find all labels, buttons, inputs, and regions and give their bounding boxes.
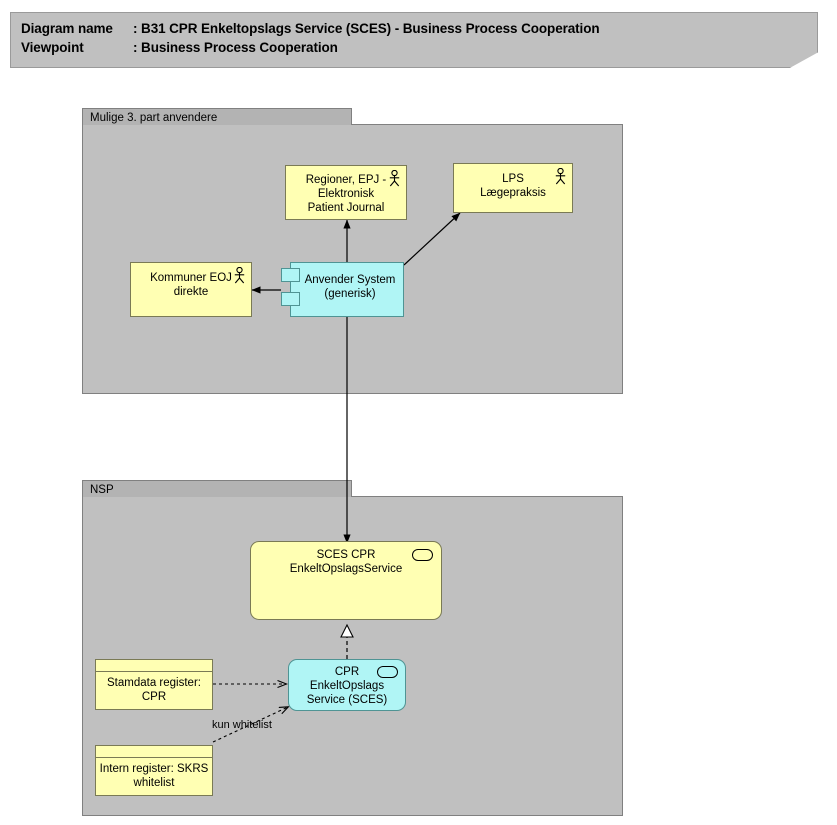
data-object-icon bbox=[96, 660, 212, 672]
diagram-name-separator: : bbox=[133, 21, 142, 36]
viewpoint-value: Business Process Cooperation bbox=[141, 40, 338, 55]
actor-icon bbox=[555, 168, 566, 185]
data-object-icon bbox=[96, 746, 212, 758]
node-cpr-enkeltopslags[interactable]: CPR EnkeltOpslags Service (SCES) bbox=[288, 659, 406, 711]
diagram-header-banner: Diagram name: B31 CPR Enkeltopslags Serv… bbox=[10, 12, 818, 68]
node-kommuner-eoj-label: Kommuner EOJ direkte bbox=[150, 272, 232, 298]
actor-icon bbox=[389, 170, 400, 187]
node-intern-register-label: Intern register: SKRS whitelist bbox=[99, 763, 209, 789]
diagram-name-value: B31 CPR Enkeltopslags Service (SCES) - B… bbox=[141, 21, 600, 36]
node-regioner-epj-label: Regioner, EPJ - Elektronisk Patient Jour… bbox=[305, 174, 387, 214]
group-nsp-tab[interactable]: NSP bbox=[82, 480, 352, 497]
viewpoint-line: Viewpoint: Business Process Cooperation bbox=[21, 40, 338, 55]
node-anvender-system-label: Anvender System (generisk) bbox=[304, 274, 396, 300]
node-sces-cpr-label: SCES CPR EnkeltOpslagsService bbox=[289, 549, 403, 575]
node-stamdata-register[interactable]: Stamdata register: CPR bbox=[95, 659, 213, 710]
service-oval-icon bbox=[377, 666, 398, 678]
node-regioner-epj[interactable]: Regioner, EPJ - Elektronisk Patient Jour… bbox=[285, 165, 407, 220]
node-intern-register[interactable]: Intern register: SKRS whitelist bbox=[95, 745, 213, 796]
actor-icon bbox=[234, 267, 245, 284]
diagram-name-line: Diagram name: B31 CPR Enkeltopslags Serv… bbox=[21, 21, 600, 36]
node-anvender-system[interactable]: Anvender System (generisk) bbox=[290, 262, 404, 317]
node-stamdata-register-label: Stamdata register: CPR bbox=[107, 677, 201, 703]
node-lps-laegepraksis-label: LPS Lægepraksis bbox=[480, 173, 546, 199]
node-sces-cpr[interactable]: SCES CPR EnkeltOpslagsService bbox=[250, 541, 442, 620]
service-oval-icon bbox=[412, 549, 433, 561]
diagram-name-key: Diagram name bbox=[21, 21, 113, 36]
component-tab-upper-icon bbox=[281, 268, 300, 282]
connector-label-kun-whitelist: kun whitelist bbox=[212, 719, 272, 731]
node-cpr-enkeltopslags-label: CPR EnkeltOpslags Service (SCES) bbox=[306, 666, 388, 706]
node-lps-laegepraksis[interactable]: LPS Lægepraksis bbox=[453, 163, 573, 213]
viewpoint-separator: : bbox=[133, 40, 142, 55]
viewpoint-key: Viewpoint bbox=[21, 40, 84, 55]
group-third-party-tab[interactable]: Mulige 3. part anvendere bbox=[82, 108, 352, 125]
node-kommuner-eoj[interactable]: Kommuner EOJ direkte bbox=[130, 262, 252, 317]
component-tab-lower-icon bbox=[281, 292, 300, 306]
